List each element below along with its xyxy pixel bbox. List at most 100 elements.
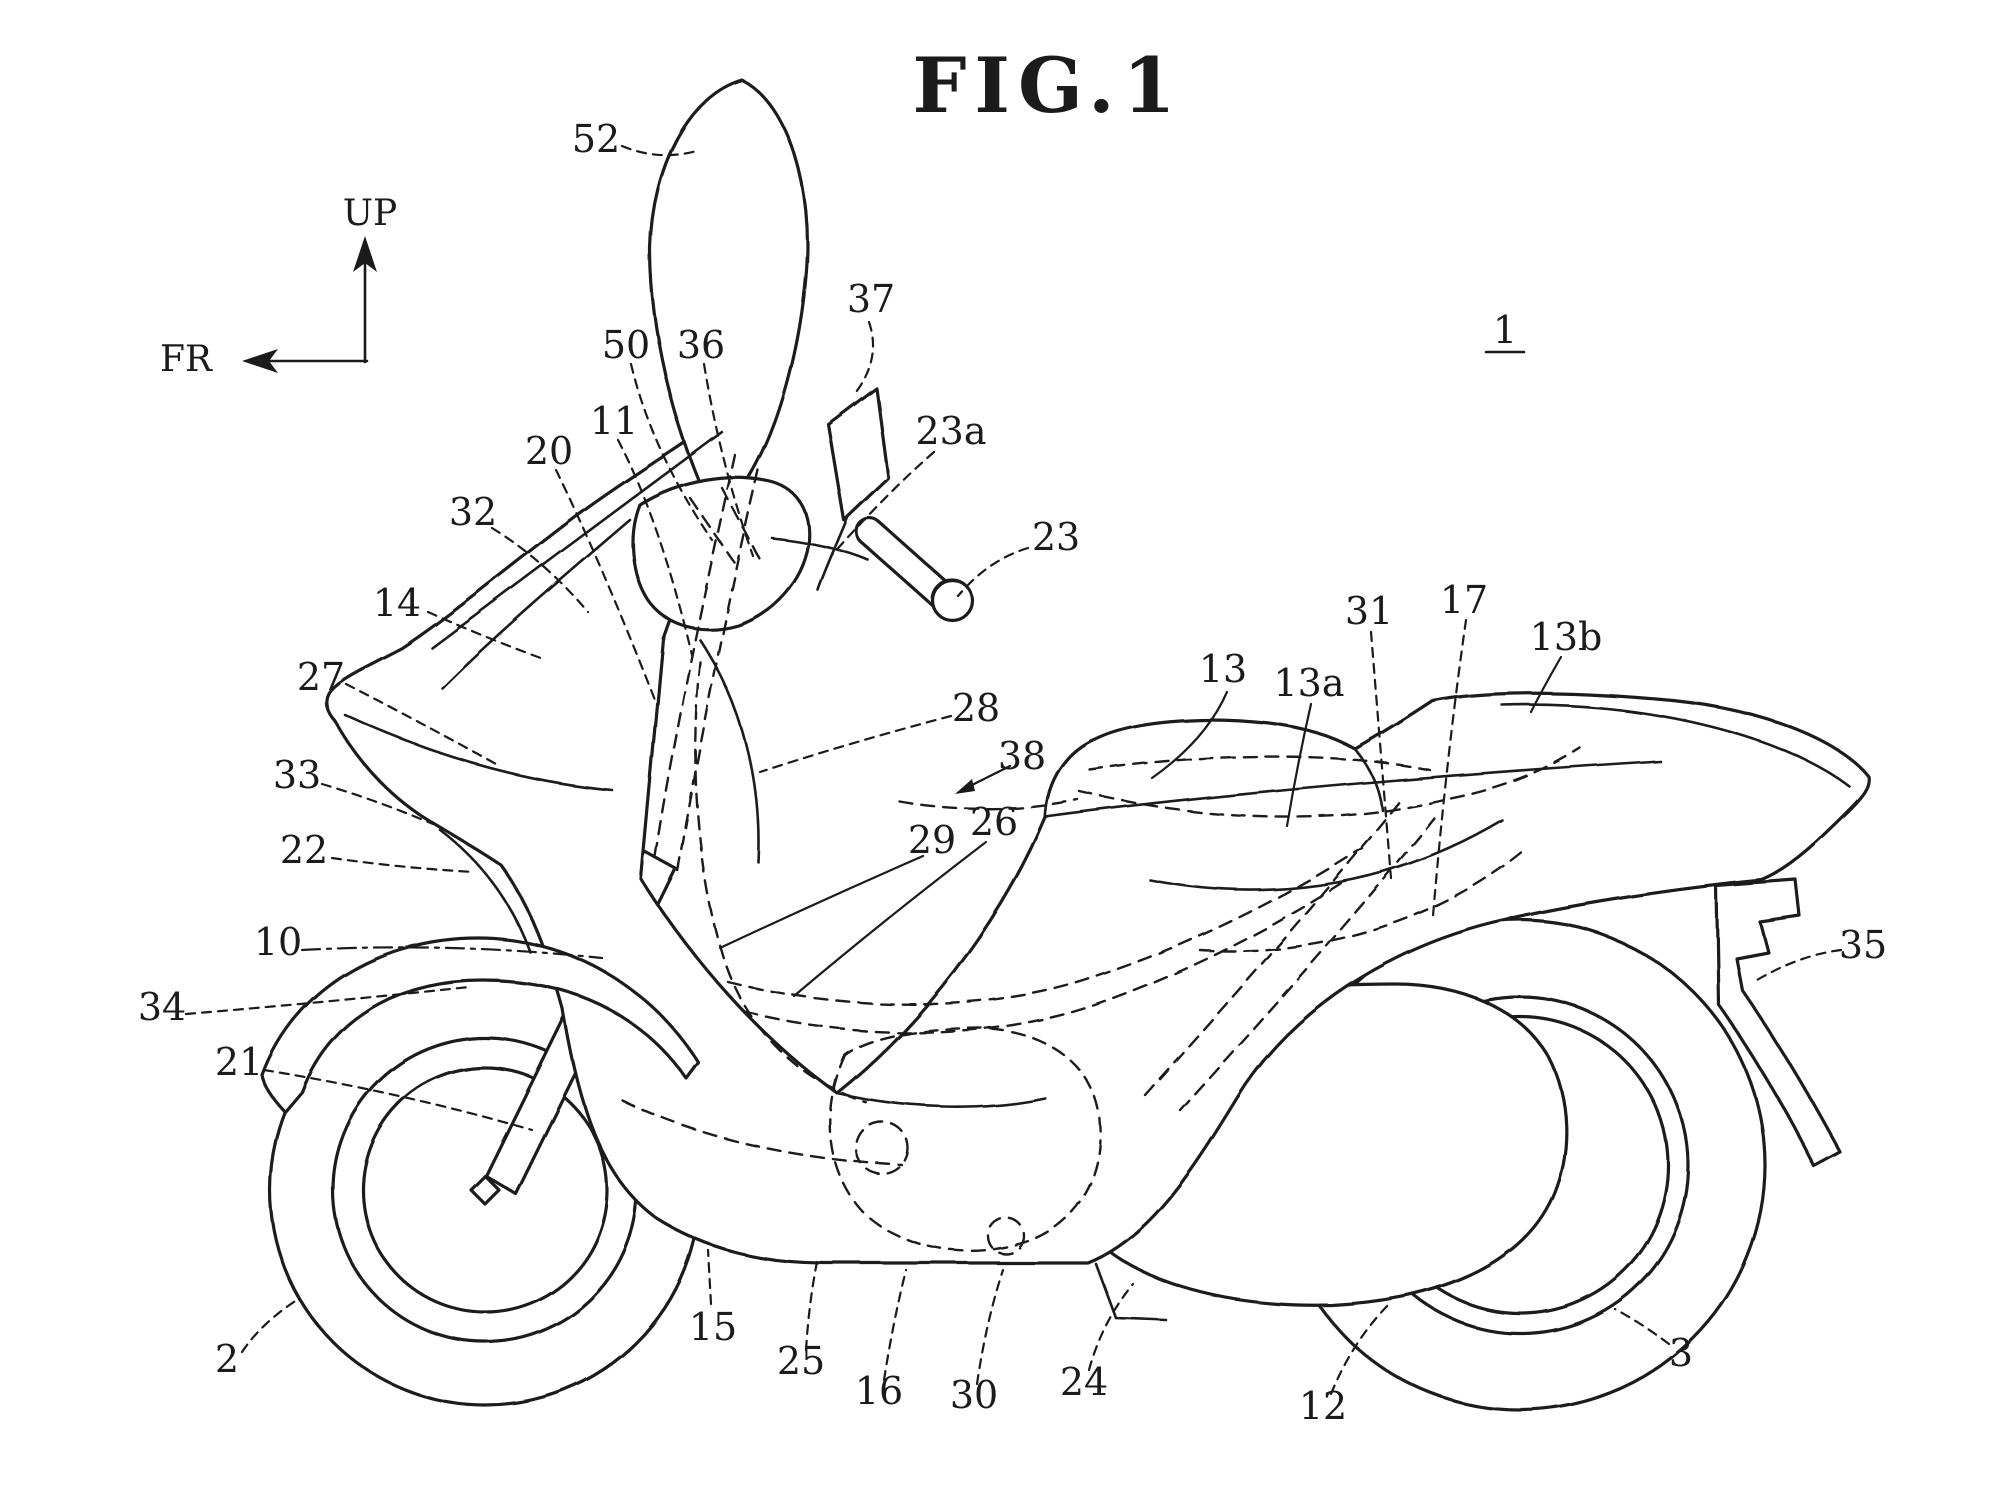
ref-label-2: 2 xyxy=(215,1337,239,1381)
rear-frame-hidden-2 xyxy=(1198,848,1526,953)
ref-label-34: 34 xyxy=(138,985,186,1029)
ref-label-13: 13 xyxy=(1199,647,1247,691)
steering-column-cover-edge xyxy=(698,638,760,864)
ref-label-29: 29 xyxy=(908,818,956,862)
front-wheel-rim xyxy=(361,1066,609,1314)
leader-34 xyxy=(184,985,471,1016)
leader-lines xyxy=(184,144,1843,1396)
ref-label-17: 17 xyxy=(1440,578,1488,622)
grip-end-weight xyxy=(930,578,974,622)
leader-13 xyxy=(1150,690,1229,780)
ref-label-30: 30 xyxy=(950,1373,998,1417)
steering-stem-hidden-a xyxy=(653,453,737,862)
leader-35 xyxy=(1755,948,1843,982)
cowl-inner-edge xyxy=(430,430,724,650)
ref-label-27: 27 xyxy=(297,655,345,699)
bracket-hidden xyxy=(898,798,1080,811)
center-stand xyxy=(1094,1262,1168,1322)
seat-storage-hidden xyxy=(1088,755,1432,772)
floor-rear-edge xyxy=(835,1091,1047,1108)
frame-downtube-hidden xyxy=(694,660,868,1104)
engine-shaft-hidden xyxy=(854,1120,910,1176)
steering-stem-hidden-b xyxy=(676,468,760,874)
leader-50 xyxy=(629,362,714,542)
leader-2 xyxy=(240,1296,302,1354)
air-duct-hidden-2 xyxy=(1178,816,1436,1112)
body-side-crease xyxy=(1148,818,1504,892)
leader-29 xyxy=(718,854,925,950)
front-axle xyxy=(469,1174,501,1206)
ignition-hidden-1 xyxy=(688,496,736,564)
ref-label-28: 28 xyxy=(952,686,1000,730)
rear-fender xyxy=(1714,878,1842,1168)
leader-14 xyxy=(426,610,548,662)
figure-title: FIG.1 xyxy=(912,41,1183,130)
direction-fr-label: FR xyxy=(160,339,213,380)
figure-number: 1 xyxy=(1493,308,1517,352)
ref-label-31: 31 xyxy=(1345,589,1393,633)
ref-label-38: 38 xyxy=(998,734,1046,778)
ref-label-36: 36 xyxy=(677,323,725,367)
leader-3 xyxy=(1613,1307,1671,1346)
ref-label-13a: 13a xyxy=(1273,661,1344,705)
leader-38-arrowhead xyxy=(955,779,975,794)
direction-up-label: UP xyxy=(343,193,398,234)
mirror-stem xyxy=(816,514,850,592)
floor-frame-hidden xyxy=(620,1098,904,1167)
seat-split-line xyxy=(1353,747,1384,812)
ref-label-32: 32 xyxy=(449,490,497,534)
ref-label-3: 3 xyxy=(1669,1331,1693,1375)
leader-17 xyxy=(1431,618,1468,918)
leader-22 xyxy=(330,856,476,874)
up-arrow-head xyxy=(353,236,377,272)
frame-underbone-rail-hidden-1 xyxy=(726,846,1364,1006)
leader-28 xyxy=(758,714,953,774)
leader-30 xyxy=(975,1268,1005,1386)
mirror-head xyxy=(826,386,890,522)
engine-bolt-hidden xyxy=(986,1216,1026,1256)
leader-25 xyxy=(804,1260,819,1352)
ref-label-11: 11 xyxy=(590,399,638,443)
leader-33 xyxy=(320,782,435,826)
ref-label-16: 16 xyxy=(855,1369,903,1413)
air-duct-hidden-1 xyxy=(1143,798,1402,1097)
leader-52 xyxy=(620,144,702,157)
ref-label-14: 14 xyxy=(373,581,421,625)
leader-20 xyxy=(554,468,657,702)
leader-24 xyxy=(1087,1282,1135,1372)
leader-23a xyxy=(829,450,936,558)
ref-label-22: 22 xyxy=(280,828,328,872)
leader-26 xyxy=(792,840,988,998)
fr-arrow-head xyxy=(242,349,278,373)
brake-lever xyxy=(770,536,870,562)
leader-31 xyxy=(1369,630,1393,880)
ref-label-35: 35 xyxy=(1839,923,1887,967)
handlebar-cover xyxy=(631,476,811,631)
body-silhouette xyxy=(324,393,1871,1265)
cowl-crease-upper xyxy=(440,518,632,690)
leader-13b xyxy=(1529,655,1563,714)
ref-label-23a: 23a xyxy=(915,409,986,453)
leader-16 xyxy=(882,1268,908,1382)
leader-15 xyxy=(706,1248,713,1306)
leader-36 xyxy=(702,362,755,558)
ref-label-10: 10 xyxy=(254,920,302,964)
ref-label-37: 37 xyxy=(847,277,895,321)
ref-label-20: 20 xyxy=(525,429,573,473)
direction-indicator: UP FR xyxy=(160,193,397,380)
ref-label-24: 24 xyxy=(1060,1360,1108,1404)
rear-frame-hidden-1 xyxy=(1078,746,1582,819)
seat-bottom-edge xyxy=(1043,759,1662,819)
ignition-hidden-2 xyxy=(720,486,762,562)
windscreen xyxy=(648,78,809,499)
leader-11 xyxy=(616,438,694,657)
ref-label-33: 33 xyxy=(273,753,321,797)
lower-cowl-rib xyxy=(438,828,532,954)
leader-21 xyxy=(262,1068,534,1132)
leader-27 xyxy=(344,682,498,766)
leader-12 xyxy=(1329,1302,1391,1396)
ref-label-50: 50 xyxy=(602,323,650,367)
